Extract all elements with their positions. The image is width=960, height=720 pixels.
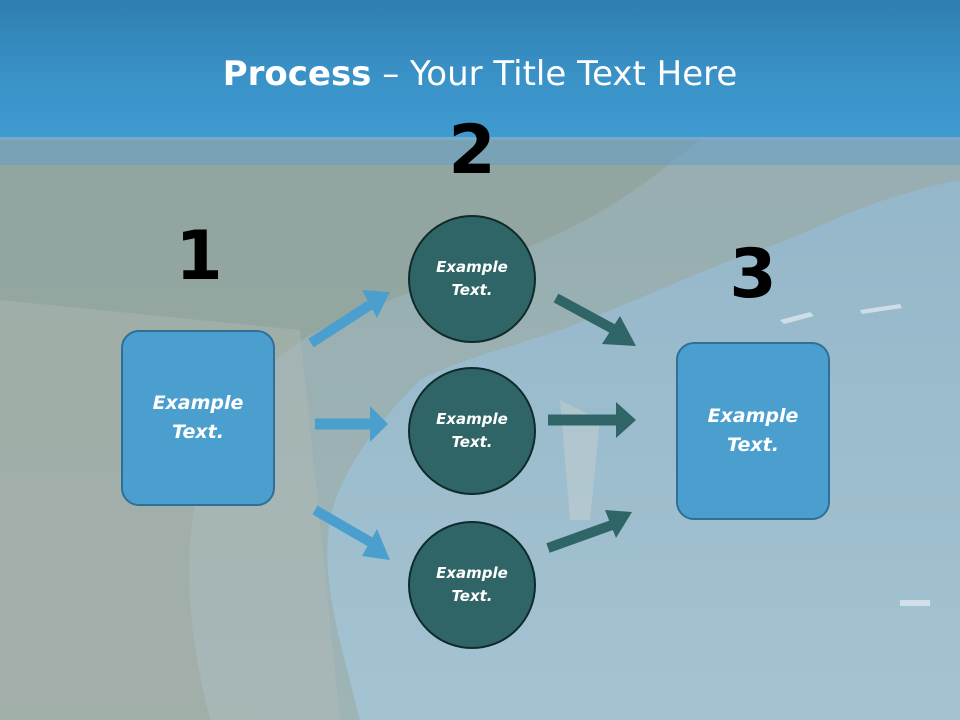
circle-middle-text: Example Text.: [436, 410, 508, 451]
circle-top-text: Example Text.: [436, 258, 508, 299]
title-bar: [0, 0, 960, 137]
step-3-text: Example Text.: [707, 405, 799, 456]
title-bold: Process: [222, 54, 372, 94]
title-rest: – Your Title Text Here: [371, 54, 738, 94]
arrow-blue-mid: [315, 406, 388, 442]
slide-title: Process – Your Title Text Here: [0, 52, 960, 96]
arrow-teal-up: [546, 510, 632, 553]
arrow-teal-down: [553, 293, 636, 346]
circle-bottom-text: Example Text.: [436, 564, 508, 605]
circle-middle: Example Text.: [408, 367, 536, 495]
step-number-1: 1: [175, 217, 223, 296]
title-band: [0, 137, 960, 165]
step-1-box: Example Text.: [121, 330, 275, 506]
step-3-box: Example Text.: [676, 342, 830, 520]
circle-bottom: Example Text.: [408, 521, 536, 649]
arrow-blue-up: [308, 290, 390, 348]
step-number-2: 2: [448, 111, 496, 190]
circle-top: Example Text.: [408, 215, 536, 343]
step-1-text: Example Text.: [152, 392, 244, 443]
arrow-blue-down: [312, 505, 390, 560]
arrow-teal-mid: [548, 402, 636, 438]
step-number-3: 3: [729, 235, 777, 314]
